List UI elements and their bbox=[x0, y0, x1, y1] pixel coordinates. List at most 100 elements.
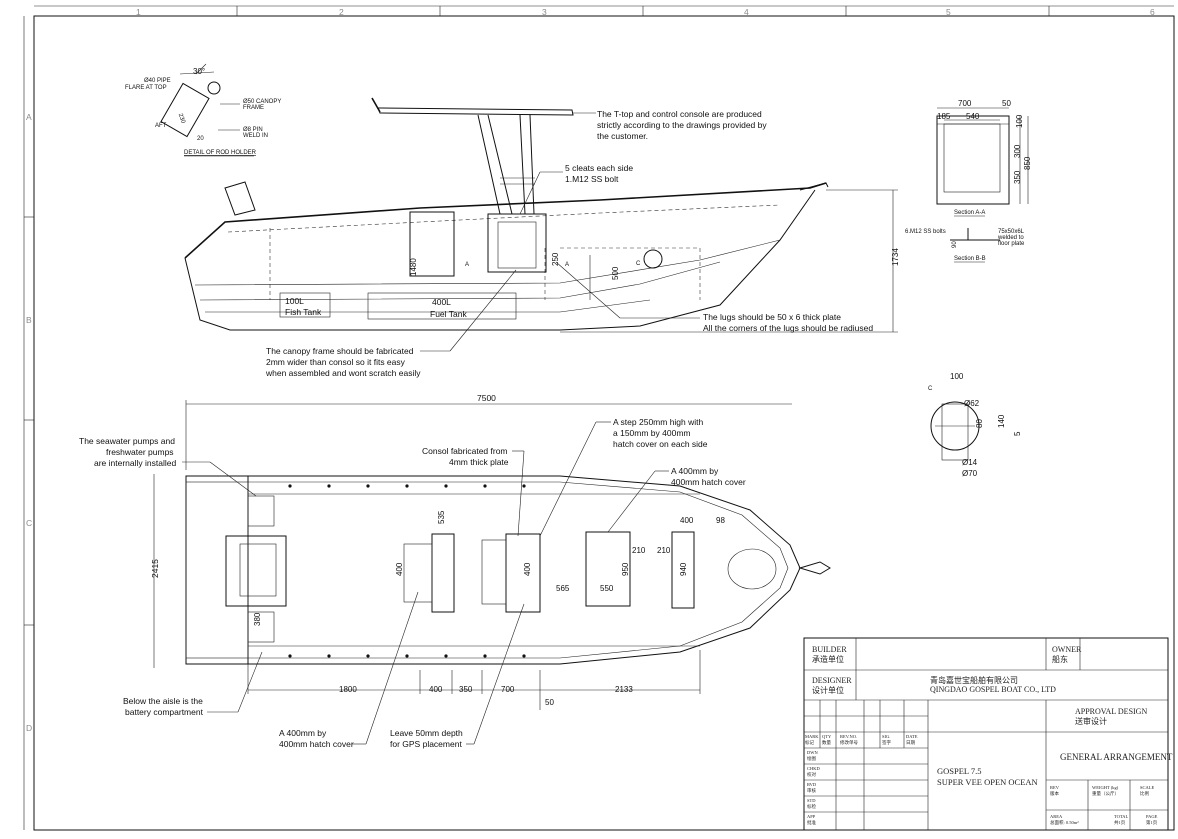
note-pumps-2: freshwater pumps bbox=[106, 447, 174, 457]
note-ttop-3: the customer. bbox=[597, 131, 648, 141]
detail-c-5: 5 bbox=[1013, 431, 1022, 436]
sec-bb-90: 90 bbox=[952, 241, 958, 248]
detail-c-80: 80 bbox=[975, 419, 984, 428]
designer-cn: 设计单位 bbox=[812, 685, 844, 695]
note-consol-2: 4mm thick plate bbox=[449, 457, 509, 467]
zone-col-1: 1 bbox=[136, 7, 141, 17]
dim-500: 500 bbox=[611, 266, 620, 280]
fuel-tank-label: Fuel Tank bbox=[430, 309, 467, 319]
weight-cn: 重量（公斤） bbox=[1092, 790, 1119, 797]
owner-en: OWNER bbox=[1052, 645, 1082, 654]
sec-aa-700: 700 bbox=[958, 99, 972, 108]
role-rvd: RVD bbox=[807, 782, 817, 787]
detail-c-100: 100 bbox=[950, 372, 964, 381]
note-cleats-2: 1.M12 SS bolt bbox=[565, 174, 619, 184]
sec-aa-50: 50 bbox=[1002, 99, 1011, 108]
note-consol-1: Consol fabricated from bbox=[422, 446, 508, 456]
sec-aa-540: 540 bbox=[966, 112, 980, 121]
rod-holder-title: DETAIL OF ROD HOLDER bbox=[184, 150, 257, 156]
note-pumps-3: are internally installed bbox=[94, 458, 176, 468]
rod-holder-pin-1: Ø8 PIN bbox=[243, 127, 263, 133]
company-en: QINGDAO GOSPEL BOAT CO., LTD bbox=[930, 685, 1056, 694]
rev-h-mark-cn: 标记 bbox=[805, 739, 814, 746]
rod-holder-detail: 30° Ø40 PIPE FLARE AT TOP Ø50 CANOPY FRA… bbox=[125, 63, 281, 157]
sec-bb-plate-3: floor plate bbox=[998, 241, 1025, 247]
side-elevation: 100L Fish Tank 400L Fuel Tank 1480 250 5… bbox=[184, 97, 900, 378]
sec-aa-100: 100 bbox=[1015, 114, 1024, 128]
rod-holder-aft: AFT bbox=[155, 123, 167, 129]
dim-210-b: 210 bbox=[657, 546, 671, 555]
zone-col-2: 2 bbox=[339, 7, 344, 17]
dim-950: 950 bbox=[621, 562, 630, 576]
rod-holder-angle: 30° bbox=[193, 67, 205, 76]
note-canopy-2: 2mm wider than consol so it fits easy bbox=[266, 357, 406, 367]
note-gps-2: for GPS placement bbox=[390, 739, 462, 749]
rev-h-rev-cn: 修改单号 bbox=[840, 739, 858, 746]
builder-cn: 承造单位 bbox=[812, 654, 844, 664]
sec-aa-350: 350 bbox=[1013, 170, 1022, 184]
total-label: TOTAL bbox=[1114, 814, 1129, 819]
sec-aa-185: 185 bbox=[937, 112, 951, 121]
dim-700: 700 bbox=[501, 685, 515, 694]
total-cn: 共1页 bbox=[1114, 819, 1126, 826]
model-line-1: GOSPEL 7.5 bbox=[937, 766, 982, 776]
detail-c-14: Ø14 bbox=[962, 458, 978, 467]
dim-50: 50 bbox=[545, 698, 554, 707]
designer-en: DESIGNER bbox=[812, 676, 852, 685]
note-step-1: A step 250mm high with bbox=[613, 417, 704, 427]
rod-holder-pipe-2: FLARE AT TOP bbox=[125, 85, 167, 91]
dim-550: 550 bbox=[600, 584, 614, 593]
dim-400-d: 400 bbox=[429, 685, 443, 694]
note-lugs-2: All the corners of the lugs should be ra… bbox=[703, 323, 873, 333]
zone-col-6: 6 bbox=[1150, 7, 1155, 17]
role-dwn: DWN bbox=[807, 750, 818, 755]
section-a-a: 700 50 185 540 100 300 350 850 Section A… bbox=[936, 99, 1032, 217]
fish-tank-label: Fish Tank bbox=[285, 307, 322, 317]
rev-label: REV bbox=[1050, 785, 1060, 790]
fish-tank-capacity: 100L bbox=[285, 296, 304, 306]
note-battery-2: battery compartment bbox=[125, 707, 204, 717]
zone-row-d: D bbox=[26, 723, 32, 733]
label-a-2: A bbox=[565, 262, 569, 268]
plan-view: 7500 2415 535 400 400 bbox=[79, 393, 831, 749]
note-hatch-2: 400mm hatch cover bbox=[671, 477, 746, 487]
note-ttop-2: strictly according to the drawings provi… bbox=[597, 120, 767, 130]
dim-400-b: 400 bbox=[523, 562, 532, 576]
role-std: STD bbox=[807, 798, 816, 803]
note-gps-1: Leave 50mm depth bbox=[390, 728, 463, 738]
note-canopy-3: when assembled and wont scratch easily bbox=[265, 368, 421, 378]
note-hatch-1: A 400mm by bbox=[671, 466, 719, 476]
label-a-1: A bbox=[465, 262, 469, 268]
rod-holder-dim-230: 230 bbox=[177, 113, 186, 125]
rev-h-rev: REV.NO. bbox=[840, 734, 857, 739]
note-canopy-1: The canopy frame should be fabricated bbox=[266, 346, 414, 356]
role-dwn-cn: 绘图 bbox=[807, 755, 816, 762]
approval-en: APPROVAL DESIGN bbox=[1075, 707, 1147, 716]
page-label: PAGE bbox=[1146, 814, 1158, 819]
dim-380: 380 bbox=[253, 612, 262, 626]
model-line-2: SUPER VEE OPEN OCEAN bbox=[937, 777, 1038, 787]
rev-h-qty: QTY bbox=[822, 734, 832, 739]
detail-c-140: 140 bbox=[997, 414, 1006, 428]
note-pumps-1: The seawater pumps and bbox=[79, 436, 175, 446]
section-b-b: 6.M12 SS bolts 75x50x6L welded to floor … bbox=[905, 228, 1025, 263]
area-label: AREA bbox=[1050, 814, 1063, 819]
role-rvd-cn: 审核 bbox=[807, 787, 816, 794]
scale-label: SCALE bbox=[1140, 785, 1155, 790]
rev-h-date-cn: 日期 bbox=[906, 740, 915, 746]
rev-h-mark: MARK bbox=[805, 734, 819, 739]
company-cn: 青岛嘉世宝船舶有限公司 bbox=[930, 675, 1018, 685]
dim-1734: 1734 bbox=[891, 248, 900, 266]
page-cn: 第1页 bbox=[1146, 819, 1158, 826]
approval-cn: 送审设计 bbox=[1075, 716, 1107, 726]
role-chkd: CHKD bbox=[807, 766, 821, 771]
rev-h-sig-cn: 签字 bbox=[882, 739, 891, 745]
area-value: 总面积: 0.50m² bbox=[1050, 819, 1079, 826]
dim-940: 940 bbox=[679, 562, 688, 576]
zone-row-b: B bbox=[26, 315, 32, 325]
rod-holder-frame-2: FRAME bbox=[243, 105, 264, 111]
rev-h-date: DATE bbox=[906, 734, 918, 739]
rod-holder-dim-20: 20 bbox=[197, 136, 204, 142]
note-lugs-1: The lugs should be 50 x 6 thick plate bbox=[703, 312, 841, 322]
